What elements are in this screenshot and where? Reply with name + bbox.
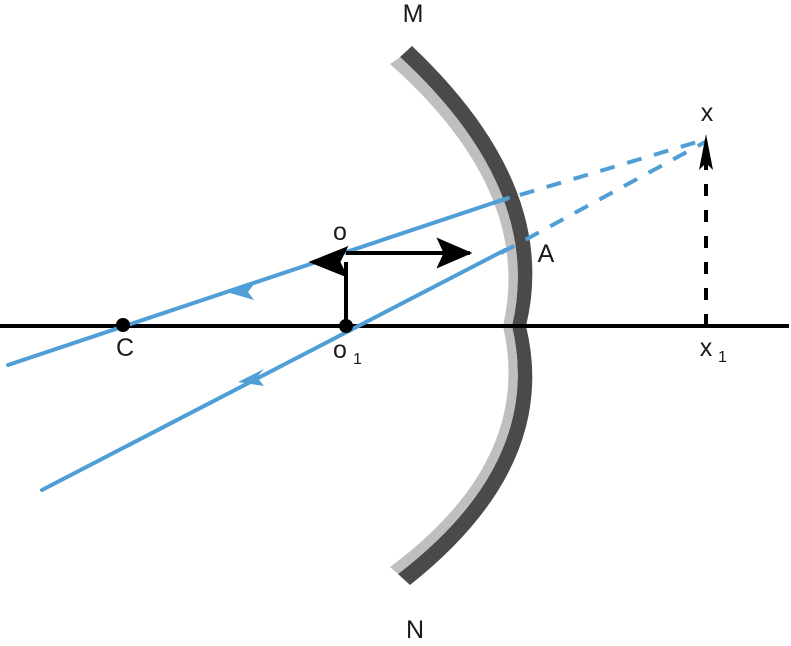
point-center-of-curvature	[116, 318, 130, 332]
virtual-extension-upper	[492, 137, 708, 205]
label-image-base: x	[700, 334, 713, 362]
mirror-dark-band	[398, 46, 533, 585]
label-mirror-bottom: N	[406, 616, 424, 644]
label-object-tip: o	[333, 218, 347, 246]
image-arrow-head	[699, 134, 713, 170]
label-mirror-top: M	[403, 0, 424, 28]
label-image-base-subscript: 1	[718, 349, 727, 366]
ray-through-center-of-curvature	[6, 196, 510, 367]
label-object-base: o	[333, 336, 347, 364]
virtual-extension-lower	[500, 139, 708, 255]
ray-lower-arrowhead	[238, 369, 264, 386]
ray-group	[6, 196, 510, 492]
point-object-base	[339, 319, 353, 333]
label-object-base-group: o 1	[333, 336, 362, 368]
ray-to-mirror-vertex	[40, 248, 507, 492]
label-center-of-curvature: C	[116, 334, 134, 362]
mirror-body	[390, 46, 533, 585]
ray-upper-arrowhead	[230, 284, 254, 300]
label-image-tip: x	[701, 99, 714, 127]
label-image-base-group: x 1	[700, 334, 727, 366]
label-incidence-point: A	[538, 240, 555, 268]
label-object-base-subscript: 1	[353, 351, 362, 368]
mirror-light-band	[390, 57, 518, 574]
virtual-ray-group	[492, 137, 708, 255]
